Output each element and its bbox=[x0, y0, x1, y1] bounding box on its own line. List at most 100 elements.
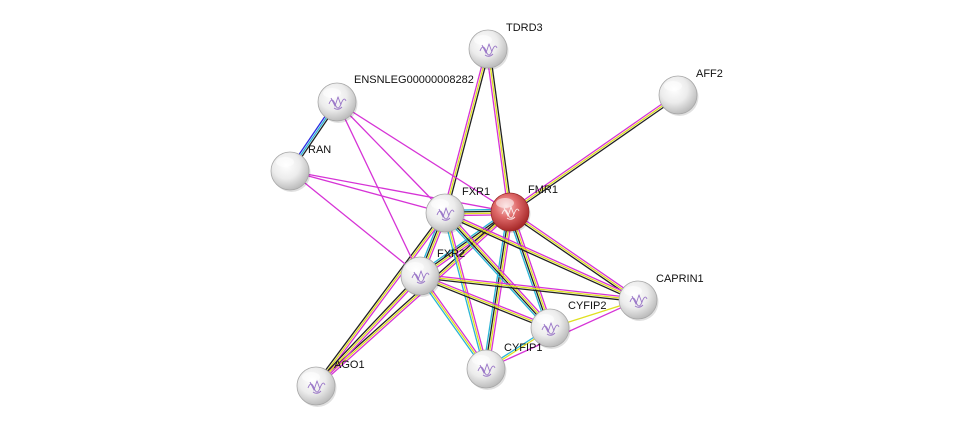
node-label-fxr2: FXR2 bbox=[437, 248, 465, 260]
edge-line-yellow bbox=[315, 275, 421, 387]
node-aff2[interactable] bbox=[658, 75, 699, 116]
node-label-caprin1: CAPRIN1 bbox=[656, 273, 704, 285]
node-circle bbox=[425, 193, 465, 233]
edge-line-yellow bbox=[509, 211, 639, 301]
edge-line-magenta bbox=[420, 273, 551, 327]
edge-line-magenta bbox=[336, 101, 511, 213]
node-label-tdrd3: TDRD3 bbox=[506, 22, 543, 34]
node-circle bbox=[270, 151, 310, 191]
edge-line-magenta bbox=[446, 212, 489, 369]
node-ran[interactable] bbox=[270, 151, 311, 192]
node-circle bbox=[490, 192, 530, 232]
label-layer: FMR1FXR1FXR2TDRD3ENSNLEG00000008282RANAF… bbox=[308, 22, 723, 371]
node-label-ago1: AGO1 bbox=[334, 359, 365, 371]
edge-line-magenta bbox=[336, 101, 421, 277]
node-label-ensnleg: ENSNLEG00000008282 bbox=[354, 74, 474, 86]
protein-structure-icon bbox=[477, 362, 496, 377]
edge-line-yellow bbox=[444, 212, 639, 301]
edge-line-black bbox=[314, 211, 445, 386]
node-circle bbox=[400, 256, 440, 296]
protein-structure-icon bbox=[436, 206, 455, 221]
edge-line-magenta bbox=[445, 210, 640, 299]
node-highlight bbox=[624, 286, 642, 296]
node-label-cyfip2: CYFIP2 bbox=[568, 300, 607, 312]
edge-fmr1-aff2[interactable] bbox=[508, 92, 680, 215]
node-ensnleg[interactable] bbox=[317, 82, 358, 123]
node-circle bbox=[658, 75, 698, 115]
edge-fxr2-cyfip2[interactable] bbox=[419, 273, 551, 331]
edge-line-cyan bbox=[506, 212, 549, 330]
node-layer bbox=[270, 29, 699, 407]
node-highlight bbox=[664, 81, 682, 91]
edge-line-yellow bbox=[487, 48, 511, 213]
protein-structure-icon bbox=[328, 95, 347, 110]
node-highlight bbox=[406, 262, 424, 272]
edge-line-black bbox=[510, 95, 680, 215]
node-label-ran: RAN bbox=[308, 144, 331, 156]
edge-fxr1-ran[interactable] bbox=[289, 170, 446, 214]
edge-fmr1-tdrd3[interactable] bbox=[485, 48, 513, 213]
edge-line-yellow bbox=[509, 94, 679, 213]
edge-line-magenta bbox=[488, 212, 514, 370]
node-label-fxr1: FXR1 bbox=[462, 186, 490, 198]
edge-line-magenta bbox=[510, 209, 640, 300]
node-circle bbox=[468, 29, 508, 69]
node-circle bbox=[296, 366, 336, 406]
edge-line-yellow bbox=[445, 211, 552, 328]
edge-line-yellow bbox=[444, 48, 489, 214]
node-ago1[interactable] bbox=[296, 366, 337, 407]
edge-line-yellow bbox=[315, 212, 446, 387]
edge-line-black bbox=[489, 48, 513, 212]
node-highlight bbox=[496, 198, 514, 208]
edge-line-cyan bbox=[442, 214, 549, 331]
node-highlight bbox=[431, 199, 449, 209]
edge-line-magenta bbox=[316, 276, 422, 388]
node-highlight bbox=[302, 372, 320, 382]
edge-line-magenta bbox=[289, 170, 511, 213]
protein-structure-icon bbox=[411, 269, 430, 284]
edge-line-magenta bbox=[289, 170, 446, 214]
node-highlight bbox=[474, 35, 492, 45]
node-cyfip1[interactable] bbox=[466, 349, 507, 390]
edge-fmr1-ran[interactable] bbox=[289, 170, 511, 213]
edge-fxr2-ran[interactable] bbox=[289, 170, 421, 277]
edge-line-magenta bbox=[508, 92, 678, 212]
edge-line-yellow bbox=[419, 275, 639, 301]
edge-fmr1-ensnleg[interactable] bbox=[336, 101, 511, 213]
node-caprin1[interactable] bbox=[618, 280, 659, 321]
edge-fxr2-ago1[interactable] bbox=[314, 274, 422, 388]
node-highlight bbox=[536, 314, 554, 324]
edge-line-black bbox=[446, 49, 491, 214]
edge-line-yellow bbox=[315, 211, 511, 387]
protein-structure-icon bbox=[479, 42, 498, 57]
node-fxr1[interactable] bbox=[425, 193, 466, 234]
edge-line-black bbox=[508, 212, 550, 329]
edge-line-yellow bbox=[444, 212, 487, 370]
edge-line-black bbox=[419, 277, 550, 331]
edge-fmr1-cyfip2[interactable] bbox=[506, 210, 554, 330]
edge-line-black bbox=[314, 274, 420, 386]
edge-fxr2-caprin1[interactable] bbox=[419, 273, 639, 303]
edge-line-magenta bbox=[511, 210, 554, 328]
edge-line-magenta bbox=[442, 48, 487, 213]
edge-fxr1-cyfip2[interactable] bbox=[442, 210, 553, 331]
edge-line-magenta bbox=[446, 210, 553, 327]
edge-fmr1-caprin1[interactable] bbox=[508, 209, 640, 303]
node-highlight bbox=[323, 88, 341, 98]
node-cyfip2[interactable] bbox=[530, 308, 571, 349]
edge-fxr1-ensnleg[interactable] bbox=[336, 101, 446, 214]
edge-fxr1-tdrd3[interactable] bbox=[442, 48, 491, 214]
edge-fxr2-ensnleg[interactable] bbox=[336, 101, 421, 277]
node-fmr1[interactable] bbox=[490, 192, 531, 233]
edge-line-black bbox=[419, 277, 638, 303]
edge-line-yellow bbox=[419, 275, 551, 329]
protein-structure-icon bbox=[541, 321, 560, 336]
node-circle bbox=[618, 280, 658, 320]
edge-line-black bbox=[443, 214, 638, 303]
node-circle bbox=[466, 349, 506, 389]
edge-fxr1-caprin1[interactable] bbox=[443, 210, 640, 303]
node-fxr2[interactable] bbox=[400, 256, 441, 297]
node-highlight bbox=[472, 355, 490, 365]
node-tdrd3[interactable] bbox=[468, 29, 509, 70]
